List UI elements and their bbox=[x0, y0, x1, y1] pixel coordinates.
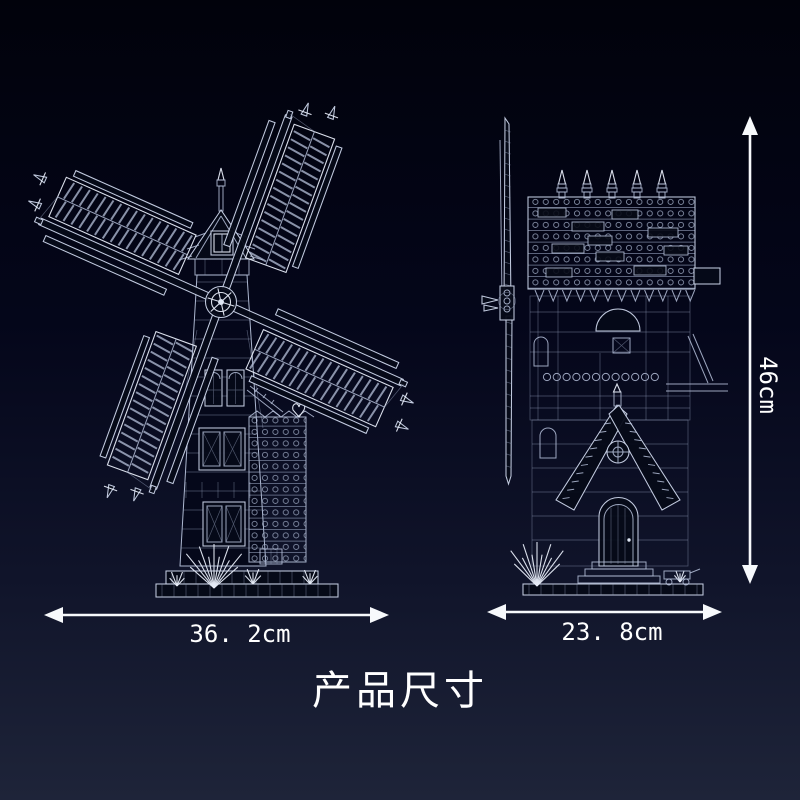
windmill-sail bbox=[230, 303, 414, 435]
page-title: 产品尺寸 bbox=[312, 669, 488, 713]
plank-ticks bbox=[528, 584, 698, 595]
windmill-sail bbox=[221, 102, 343, 292]
side-gable bbox=[531, 382, 689, 584]
front-width-arrow bbox=[44, 607, 389, 623]
sail-finial-icon bbox=[298, 102, 339, 121]
stud-row bbox=[542, 372, 659, 382]
front-width-label: 36. 2cm bbox=[189, 620, 291, 648]
gable-serration bbox=[562, 422, 674, 500]
mid-window bbox=[198, 427, 246, 471]
side-base bbox=[510, 542, 704, 596]
sail-finial-icon bbox=[103, 483, 144, 502]
side-width-label: 23. 8cm bbox=[561, 618, 663, 646]
roof-spires bbox=[556, 169, 668, 199]
dimension-arrows bbox=[44, 116, 758, 623]
arched-door bbox=[598, 497, 639, 567]
sail-rungs bbox=[249, 333, 388, 422]
front-base bbox=[155, 544, 339, 598]
sail-rungs bbox=[249, 130, 330, 270]
windmill-sail bbox=[28, 169, 212, 301]
brick-annex bbox=[246, 385, 315, 563]
cart-icon bbox=[663, 568, 701, 586]
sail-finial-icon bbox=[28, 172, 48, 212]
side-view bbox=[481, 116, 728, 596]
height-arrow bbox=[742, 116, 758, 584]
sail-finial-icon bbox=[394, 392, 414, 432]
lower-window bbox=[202, 501, 246, 547]
plants bbox=[169, 544, 318, 589]
side-top-block bbox=[527, 169, 696, 303]
windmill-sail bbox=[99, 312, 221, 502]
sail-assembly bbox=[28, 102, 414, 502]
front-view bbox=[28, 102, 414, 598]
side-width-arrow bbox=[487, 604, 722, 620]
hub-icon bbox=[204, 285, 238, 319]
side-mid-section bbox=[529, 267, 728, 421]
height-label: 46cm bbox=[754, 356, 782, 414]
sail-rungs bbox=[112, 334, 193, 474]
side-sail-edge bbox=[481, 116, 516, 486]
sail-rungs bbox=[54, 182, 193, 271]
fantail-icon bbox=[481, 285, 516, 321]
plants bbox=[510, 542, 686, 587]
